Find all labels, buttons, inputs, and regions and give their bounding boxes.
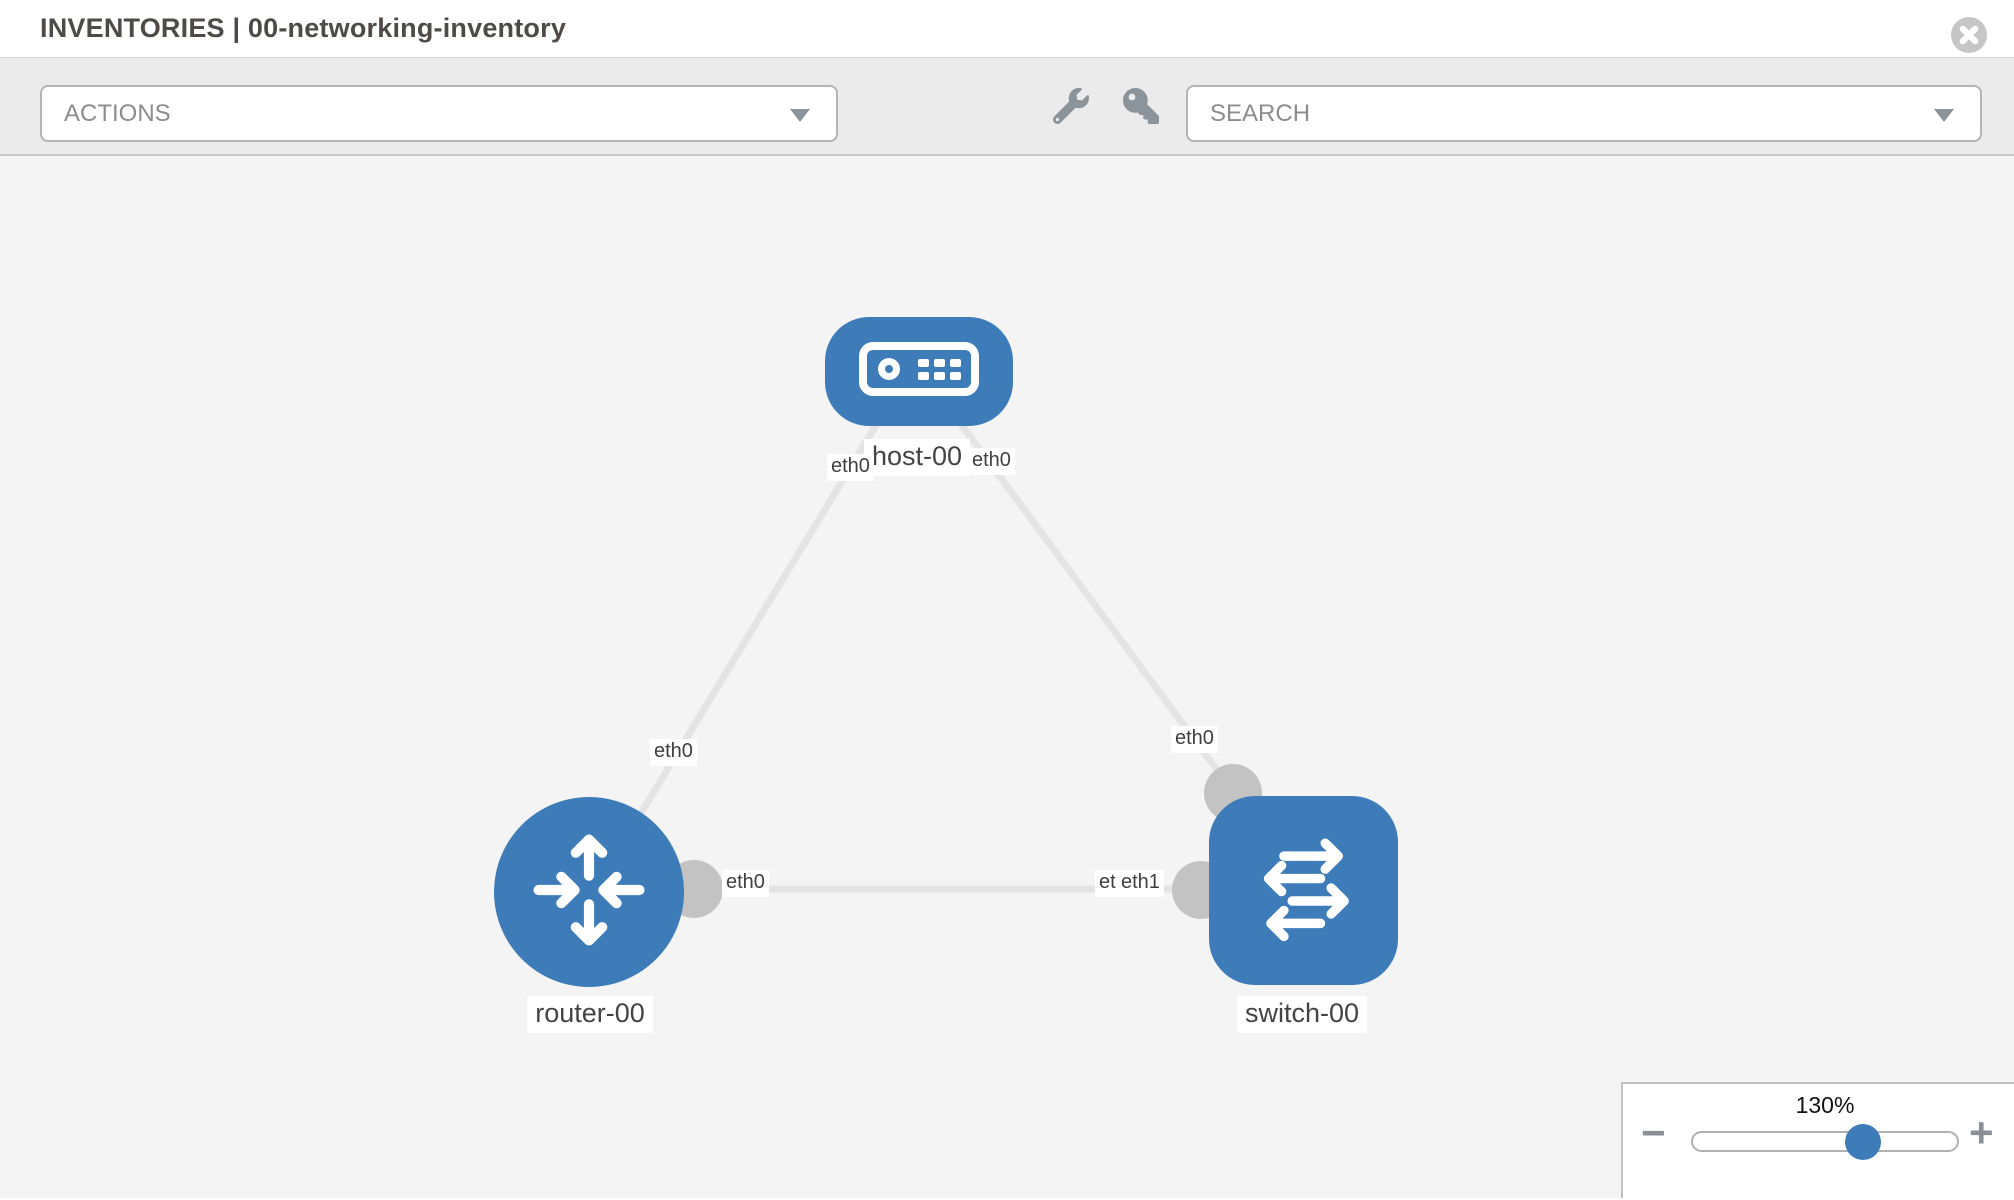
topology-links-layer	[589, 354, 1303, 919]
interface-label-host-eth0-left: eth0	[827, 454, 874, 481]
configure-button[interactable]	[1052, 88, 1090, 126]
interface-label-host-eth0-right: eth0	[968, 448, 1015, 475]
close-button[interactable]	[1950, 16, 1988, 54]
topology-canvas[interactable]: host-00 router-00 switch-00 eth0 eth0 et…	[0, 156, 2014, 1198]
node-label-switch-00: switch-00	[1236, 996, 1368, 1033]
zoom-out-button[interactable]: −	[1641, 1109, 1666, 1156]
zoom-level-value: 130%	[1795, 1092, 1855, 1118]
wrench-icon	[1052, 88, 1089, 127]
node-router-00[interactable]	[494, 797, 684, 987]
header: INVENTORIES | 00-networking-inventory	[0, 0, 2014, 57]
interface-label-router-eth0-horizontal: eth0	[722, 870, 769, 897]
key-icon	[1123, 88, 1159, 127]
close-icon	[1950, 16, 1988, 57]
interface-label-switch-eth1: eth1	[1117, 870, 1164, 897]
zoom-control-panel: 130% − +	[1621, 1082, 2014, 1198]
search-dropdown[interactable]: SEARCH	[1186, 85, 1982, 142]
credentials-button[interactable]	[1122, 88, 1160, 126]
toolbar: ACTIONS SEARCH	[0, 57, 2014, 156]
switch-icon	[1245, 829, 1363, 952]
search-dropdown-label: SEARCH	[1210, 99, 1311, 127]
interface-label-router-eth0-uplink: eth0	[650, 739, 697, 766]
router-icon	[529, 830, 649, 955]
zoom-slider-knob[interactable]	[1845, 1124, 1881, 1160]
node-host-00[interactable]	[825, 317, 1013, 426]
page-title: INVENTORIES | 00-networking-inventory	[40, 13, 567, 43]
node-switch-00[interactable]	[1209, 796, 1398, 985]
actions-dropdown[interactable]: ACTIONS	[40, 85, 838, 142]
host-icon	[858, 339, 980, 404]
actions-dropdown-label: ACTIONS	[64, 99, 171, 127]
chevron-down-icon	[790, 109, 810, 122]
chevron-down-icon	[1934, 109, 1954, 122]
node-label-router-00: router-00	[527, 996, 653, 1033]
zoom-in-button[interactable]: +	[1969, 1109, 1994, 1156]
interface-label-switch-eth0-uplink: eth0	[1171, 726, 1218, 753]
node-label-host-00: host-00	[863, 439, 971, 476]
zoom-slider-track[interactable]	[1691, 1131, 1959, 1152]
